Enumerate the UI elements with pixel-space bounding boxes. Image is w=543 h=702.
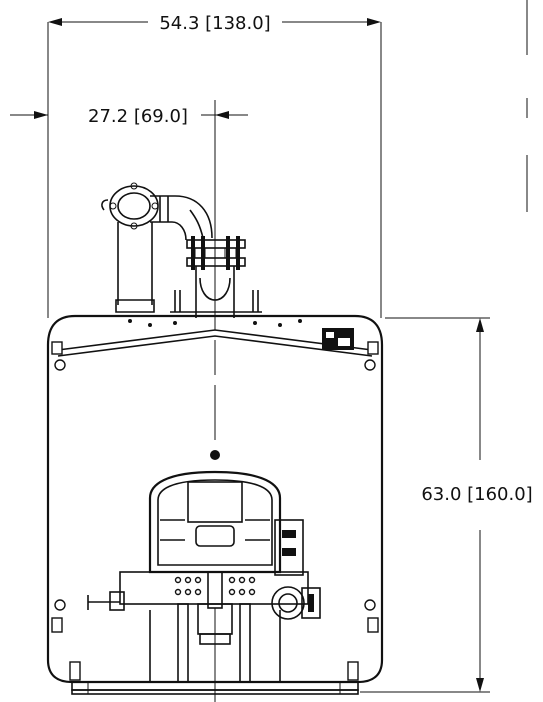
overall-height-label: 63.0 [160.0]: [421, 484, 532, 505]
dimension-overall-height: 63.0 [160.0]: [360, 317, 533, 693]
enclosure-cabinet: [46, 314, 384, 684]
overall-width-label: 54.3 [138.0]: [159, 13, 270, 34]
center-offset-label: 27.2 [69.0]: [88, 106, 188, 127]
dimension-center-offset: 27.2 [69.0]: [10, 106, 248, 127]
engine-assembly: [87, 470, 321, 683]
skid-base: [71, 681, 359, 695]
engine-block-holes: [174, 576, 256, 596]
dimension-overall-width: 54.3 [138.0]: [47, 13, 382, 318]
discharge-pipe: [101, 182, 262, 318]
